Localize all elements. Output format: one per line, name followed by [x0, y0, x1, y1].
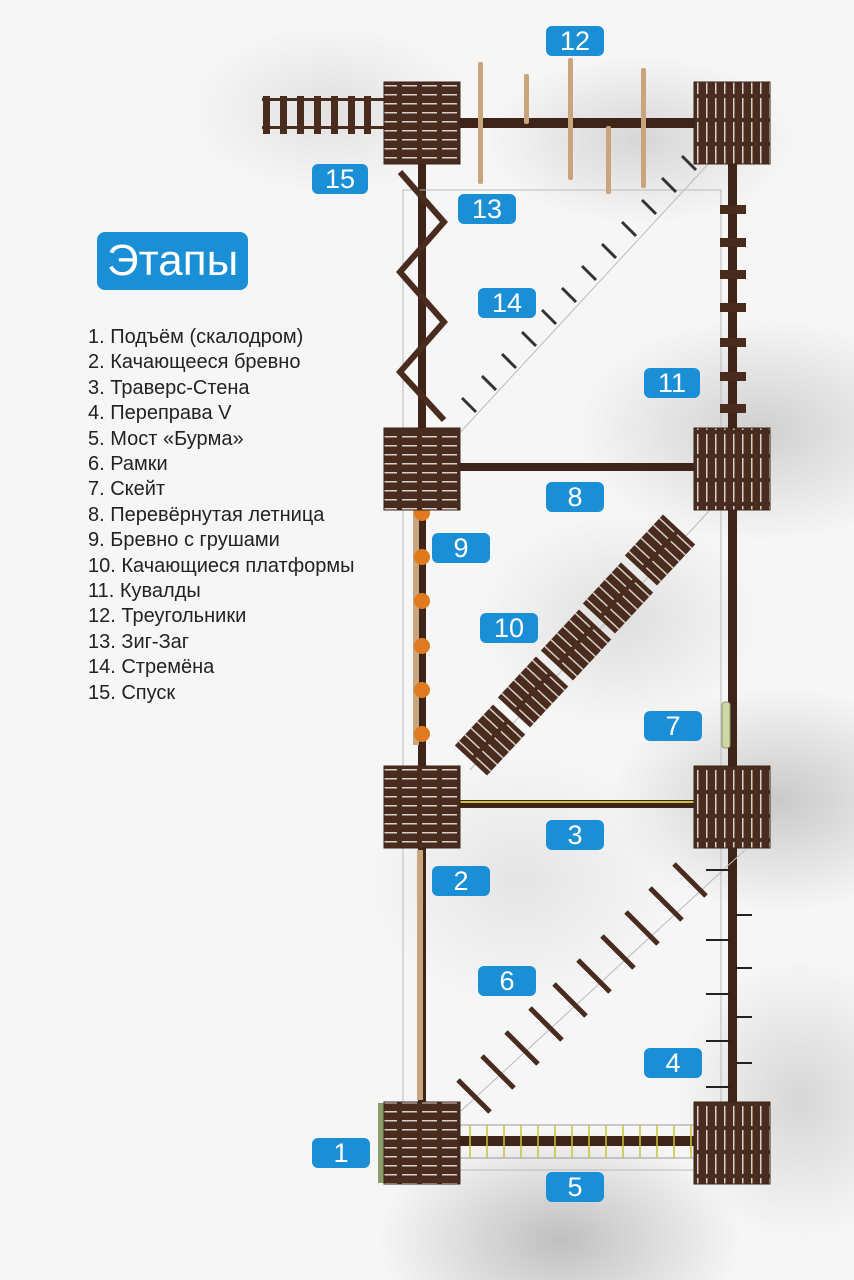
stage-badge: 10: [480, 613, 538, 643]
stage-badge: 9: [432, 533, 490, 563]
frames: [439, 849, 746, 1131]
crossing-v: [706, 869, 752, 1088]
legend-item: 14. Стремёна: [88, 656, 215, 679]
burma-bridge: [460, 1124, 700, 1159]
stage-badge: 4: [644, 1048, 702, 1078]
stage-badge: 1: [312, 1138, 370, 1168]
stage-badge: 8: [546, 482, 604, 512]
descent-ladder: [262, 96, 386, 134]
page-title: Этапы: [97, 232, 249, 290]
platforms: [383, 81, 771, 1185]
stirrups: [429, 134, 736, 466]
zigzag: [395, 170, 448, 423]
swinging-platforms: [454, 509, 711, 776]
stage-badge: 6: [478, 966, 536, 996]
legend-item: 13. Зиг-Заг: [88, 630, 190, 653]
legend-item: 7. Скейт: [88, 478, 166, 501]
legend-item: 2. Качающееся бревно: [88, 351, 301, 374]
stage-badge: 15: [312, 164, 368, 194]
legend-item: 9. Бревно с грушами: [88, 529, 280, 552]
legend-item: 1. Подъём (скалодром): [88, 326, 304, 348]
skate: [721, 701, 731, 749]
swinging-log: [417, 850, 423, 1100]
stages-legend: 1. Подъём (скалодром) 2. Качающееся брев…: [88, 325, 355, 706]
stage-badge: 12: [546, 26, 604, 56]
legend-item: 12. Треугольники: [88, 605, 247, 628]
stage-badge: 5: [546, 1172, 604, 1202]
legend-item: 4. Переправа V: [88, 402, 232, 425]
legend-item: 6. Рамки: [88, 453, 168, 476]
stage-badge: 2: [432, 866, 490, 896]
stage-badge: 14: [478, 288, 536, 318]
legend-item: 5. Мост «Бурма»: [88, 427, 244, 450]
legend-item: 11. Кувалды: [88, 580, 201, 603]
hammers: [720, 205, 746, 413]
stage-badge: 13: [458, 194, 516, 224]
stage-badge: 3: [546, 820, 604, 850]
stage-badge: 7: [644, 711, 702, 741]
legend-item: 10. Качающиеся платформы: [88, 554, 355, 577]
stage-badge: 11: [644, 368, 700, 398]
legend-item: 15. Спуск: [88, 681, 176, 704]
climbing-wall: [378, 1103, 384, 1183]
legend-item: 8. Перевёрнутая летница: [88, 503, 325, 526]
legend-item: 3. Траверс-Стена: [88, 376, 250, 399]
triangles-poles: [478, 58, 646, 194]
